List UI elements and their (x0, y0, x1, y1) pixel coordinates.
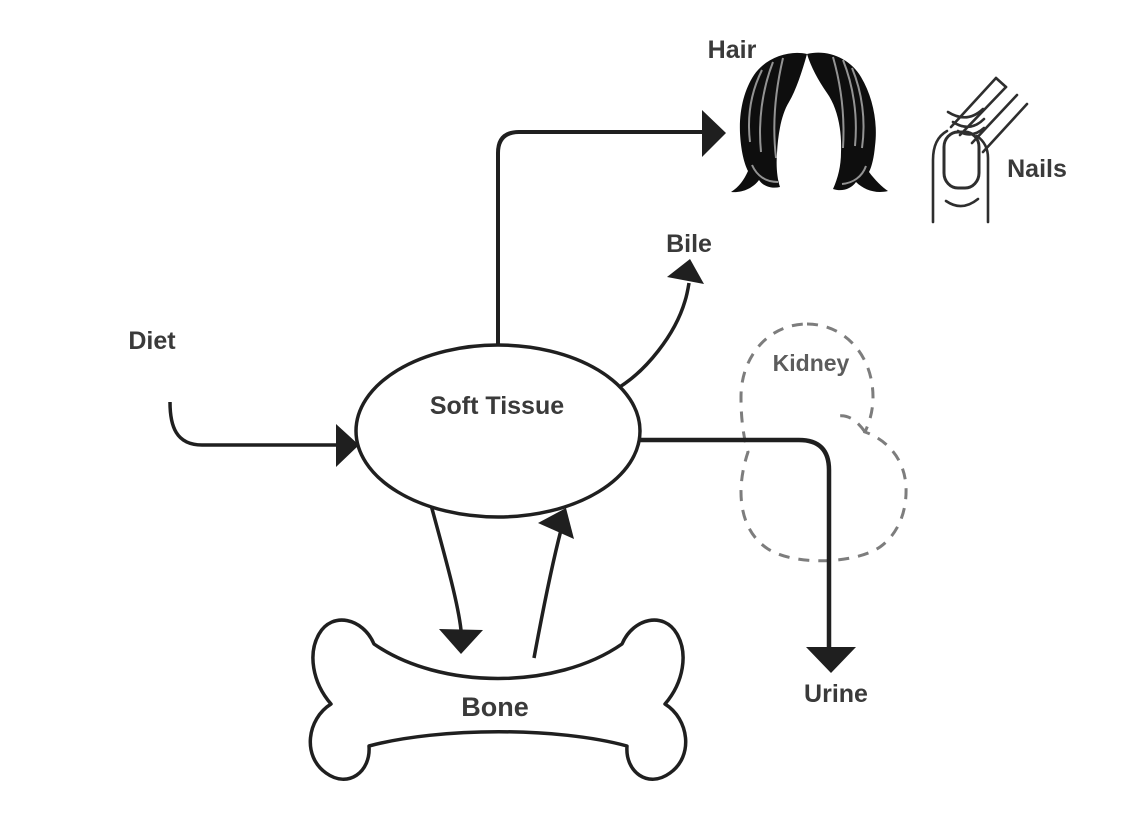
finger-crease (944, 197, 980, 208)
nail-file-edge (970, 93, 1019, 145)
filing-stroke (956, 126, 986, 136)
wig-strand-highlight (748, 69, 763, 143)
wig-strand-highlight (851, 67, 865, 149)
arrowhead-bile (667, 259, 704, 284)
flow-edges (168, 110, 856, 673)
kidney-label: Kidney (773, 350, 850, 376)
edge-soft-tissue-to-bone (429, 504, 463, 631)
kidney-notch (833, 414, 867, 433)
wig-strand-highlight (751, 164, 779, 183)
edge-diet-to-soft-tissue (168, 401, 337, 447)
wig-strand-highlight (842, 59, 857, 147)
wig-strand-highlight (759, 61, 774, 153)
nails-label: Nails (1007, 155, 1067, 183)
arrowhead-diet (336, 424, 359, 467)
edge-soft-tissue-to-hair (496, 130, 703, 347)
bile-label: Bile (666, 230, 712, 258)
hair-node: Hair (708, 36, 888, 193)
finger-outline-right (975, 134, 990, 224)
diet-label: Diet (128, 327, 176, 355)
arrowhead-hair (702, 110, 726, 157)
kidney-node: Kidney (739, 322, 908, 563)
soft-tissue-label: Soft Tissue (430, 392, 564, 420)
wig-left-curtain (731, 52, 807, 193)
arrowhead-bone-up (538, 508, 574, 539)
kidney-outline (739, 322, 908, 563)
edge-soft-tissue-to-urine (640, 437, 832, 648)
hair-wig-icon (731, 52, 888, 193)
nail-file-edge (949, 76, 998, 129)
bone-node: Bone (308, 618, 688, 781)
finger-outline-left (931, 129, 949, 224)
bone-label: Bone (461, 692, 529, 722)
edge-soft-tissue-to-bile (617, 282, 691, 390)
arrowhead-urine (806, 647, 856, 673)
wig-strand-highlight (832, 56, 845, 149)
nails-node: Nails (931, 76, 1067, 224)
filing-stroke (946, 107, 985, 119)
soft-tissue-node: Soft Tissue (354, 343, 642, 519)
wig-right-curtain (807, 52, 888, 192)
arrowhead-bone-down (439, 629, 483, 654)
edge-bone-to-soft-tissue (532, 529, 563, 659)
nail-file-end-cap (994, 76, 1008, 89)
wig-strand-highlight (841, 165, 867, 185)
fingernail-icon (931, 76, 1029, 224)
soft-tissue-ellipse (354, 343, 642, 519)
filing-stroke (951, 117, 986, 129)
urine-label: Urine (804, 680, 868, 708)
nail-file-edge (981, 102, 1029, 154)
hair-label: Hair (708, 36, 757, 64)
wig-strand-highlight (773, 57, 784, 159)
bone-shape (308, 618, 688, 781)
